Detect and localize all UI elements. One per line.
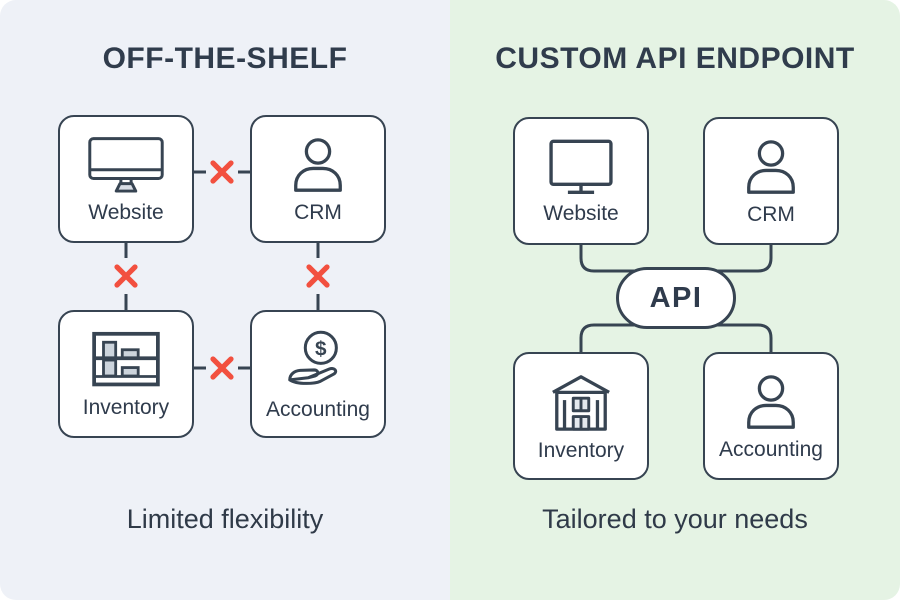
panel-caption: Limited flexibility (126, 504, 324, 534)
app-box-accounting: Accounting (703, 352, 839, 480)
app-box-label: CRM (747, 202, 795, 226)
svg-text:$: $ (315, 337, 327, 360)
panel-custom-api: CUSTOM API ENDPOINT Website (450, 0, 900, 600)
person-icon (741, 138, 801, 198)
app-box-accounting: $ Accounting (250, 310, 386, 438)
panel-title: OFF-THE-SHELF (102, 42, 348, 75)
broken-link-x-icon (210, 160, 234, 184)
api-hub: API (616, 267, 736, 329)
app-box-crm: CRM (250, 115, 386, 243)
dollar-hand-icon: $ (285, 329, 351, 393)
app-box-label: Website (88, 200, 164, 224)
app-box-label: Inventory (537, 438, 625, 462)
person-icon (288, 136, 348, 196)
person-icon (741, 373, 801, 433)
shelf-icon (91, 331, 161, 391)
app-box-website: Website (513, 117, 649, 245)
connector-api-accounting (692, 323, 773, 353)
broken-link-x-icon (306, 264, 330, 288)
app-box-website: Website (58, 115, 194, 243)
app-box-label: CRM (294, 200, 342, 224)
app-box-crm: CRM (703, 117, 839, 245)
connector-api-inventory (579, 323, 660, 353)
panel-title: CUSTOM API ENDPOINT (495, 42, 855, 75)
app-box-label: Accounting (266, 397, 370, 421)
panel-caption: Tailored to your needs (542, 504, 808, 534)
monitor-icon (87, 136, 165, 196)
broken-link-x-icon (114, 264, 138, 288)
app-box-label: Inventory (82, 395, 170, 419)
broken-link-x-icon (210, 356, 234, 380)
app-box-label: Accounting (719, 437, 823, 461)
app-box-inventory: Inventory (58, 310, 194, 438)
app-box-inventory: Inventory (513, 352, 649, 480)
warehouse-icon (550, 372, 612, 434)
panel-off-the-shelf: OFF-THE-SHELF (0, 0, 450, 600)
monitor-icon (543, 139, 619, 197)
app-box-label: Website (543, 201, 619, 225)
